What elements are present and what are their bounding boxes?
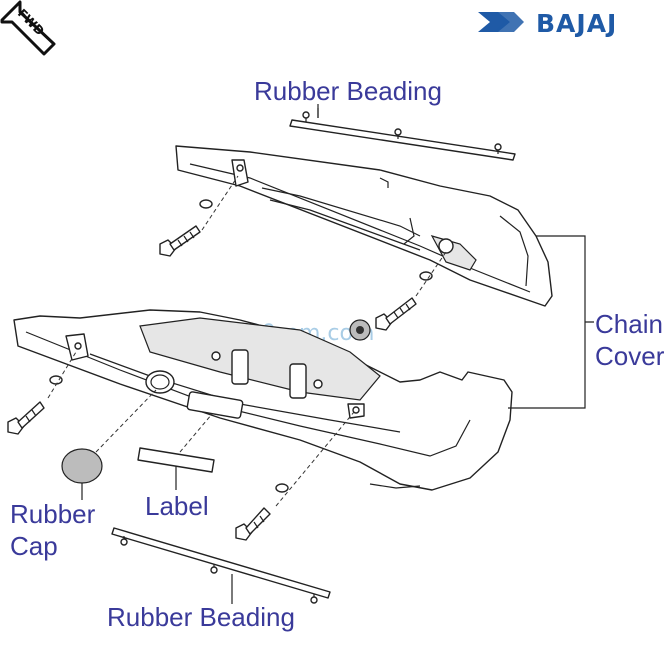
rubber-beading-bottom-part — [111, 527, 331, 604]
rubber-cap-part — [61, 448, 103, 484]
label-chain-line2: Cover — [595, 341, 665, 371]
label-label: Label — [145, 491, 209, 521]
bajaj-emblem-icon — [478, 12, 524, 32]
lower-chain-cover — [13, 309, 513, 491]
washer-lower-right-icon — [275, 483, 289, 493]
rubber-beading-top-part — [289, 108, 516, 161]
rubber-grommet-icon — [349, 319, 371, 341]
washer-upper-left-icon — [199, 199, 213, 209]
bolt-upper-right-icon — [375, 297, 417, 331]
label-part — [137, 447, 215, 473]
bolt-lower-left-icon — [7, 401, 45, 435]
bajaj-logo: BAJAJ — [478, 9, 617, 38]
label-rubber-line2: Cap — [10, 531, 58, 561]
label-rubber-line1: Rubber — [10, 499, 96, 529]
upper-chain-cover — [175, 145, 553, 307]
label-chain-line1: Chain — [595, 309, 663, 339]
fwd-arrow-icon: FWD — [0, 0, 56, 56]
bolt-lower-right-icon — [235, 507, 271, 541]
chain-cover-bracket — [508, 235, 594, 409]
brand-name: BAJAJ — [536, 9, 617, 38]
label-rubber-beading-top: Rubber Beading — [254, 76, 442, 106]
bolt-upper-left-icon — [159, 225, 201, 257]
washer-upper-right-icon — [419, 271, 433, 281]
label-rubber-beading-bottom: Rubber Beading — [107, 602, 295, 632]
